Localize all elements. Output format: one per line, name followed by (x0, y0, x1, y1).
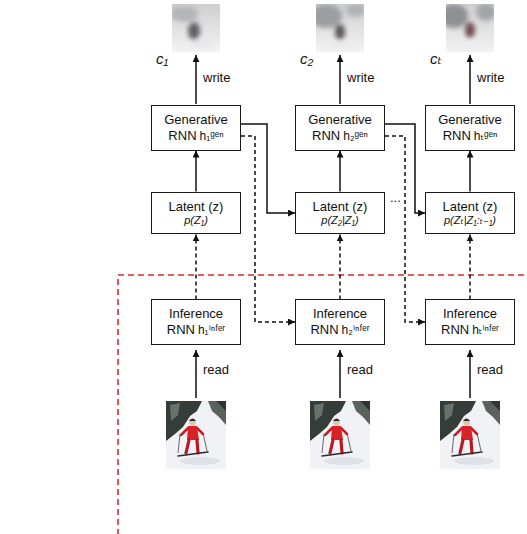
latent-box: Latent (z)p(Z₂|Z₁) (295, 192, 385, 235)
write-label: write (477, 70, 504, 86)
blur-shape (328, 42, 356, 50)
blur-shape (316, 4, 342, 28)
generated-canvas (170, 4, 220, 52)
latent-box: Latent (z)p(Z₁) (151, 192, 241, 235)
solid-arrow (241, 124, 295, 213)
write-label: write (203, 70, 230, 86)
blur-shape (465, 22, 475, 38)
solid-arrow (339, 151, 341, 192)
inference-rnn-box: Inference RNNh₂ⁱⁿᶠᵉʳ (295, 299, 385, 344)
box-title: Latent (z) (300, 199, 380, 215)
solid-arrow (469, 151, 471, 192)
inference-rnn-box: Inference RNNh₁ⁱⁿᶠᵉʳ (151, 299, 241, 344)
box-formula: hₜᵍᵉⁿ (474, 129, 498, 143)
blur-shape (476, 4, 494, 21)
box-formula: h₂ⁱⁿᶠᵉʳ (342, 323, 370, 337)
box-formula: hₜⁱⁿᶠᵉʳ (472, 323, 499, 337)
inference-rnn-box: Inference RNNhₜⁱⁿᶠᵉʳ (425, 299, 515, 344)
generated-canvas (310, 3, 366, 52)
generated-canvas (440, 3, 496, 52)
read-arrow (195, 350, 197, 398)
input-frame (310, 401, 370, 469)
blur-shape (458, 42, 486, 50)
read-arrow (339, 350, 341, 398)
box-formula: p(Zₜ|Z₁:ₜ₋₁) (430, 214, 510, 227)
blur-shape (346, 4, 364, 17)
box-formula: p(Z₁) (156, 214, 236, 227)
dashed-arrow (469, 234, 471, 299)
write-arrow (339, 55, 341, 104)
dashed-arrow (339, 234, 341, 299)
read-label: read (477, 362, 503, 378)
canvas-label: c₂ (300, 50, 313, 68)
read-label: read (347, 362, 373, 378)
box-formula: h₁ᵍᵉⁿ (200, 129, 224, 143)
blur-shape (190, 40, 214, 48)
dashed-arrow (195, 234, 197, 299)
ellipsis: ... (389, 190, 402, 206)
write-label: write (347, 70, 374, 86)
box-title: Latent (z) (156, 199, 236, 215)
blur-shape (172, 6, 198, 22)
box-title: Latent (z) (430, 199, 510, 215)
read-label: read (203, 362, 229, 378)
solid-arrow (195, 151, 197, 192)
blur-shape (446, 4, 468, 28)
dashed-arrow (241, 136, 295, 322)
canvas-label: cₜ (430, 50, 442, 68)
write-arrow (469, 55, 471, 104)
latent-box: Latent (z)p(Zₜ|Z₁:ₜ₋₁) (425, 192, 515, 235)
generative-rnn-box: Generative RNNh₁ᵍᵉⁿ (151, 105, 241, 150)
box-formula: p(Z₂|Z₁) (300, 214, 380, 227)
write-arrow (195, 55, 197, 104)
read-arrow (469, 350, 471, 398)
generative-rnn-box: Generative RNNh₂ᵍᵉⁿ (295, 105, 385, 150)
canvas-label: c₁ (156, 50, 168, 68)
generative-rnn-box: Generative RNNhₜᵍᵉⁿ (425, 105, 515, 150)
box-formula: h₂ᵍᵉⁿ (343, 129, 368, 143)
blur-shape (335, 24, 345, 40)
box-formula: h₁ⁱⁿᶠᵉʳ (198, 323, 225, 337)
inference-region (118, 275, 527, 534)
input-frame (166, 401, 226, 469)
dashed-arrow (385, 136, 425, 322)
blur-shape (188, 22, 200, 40)
input-frame (440, 401, 500, 469)
